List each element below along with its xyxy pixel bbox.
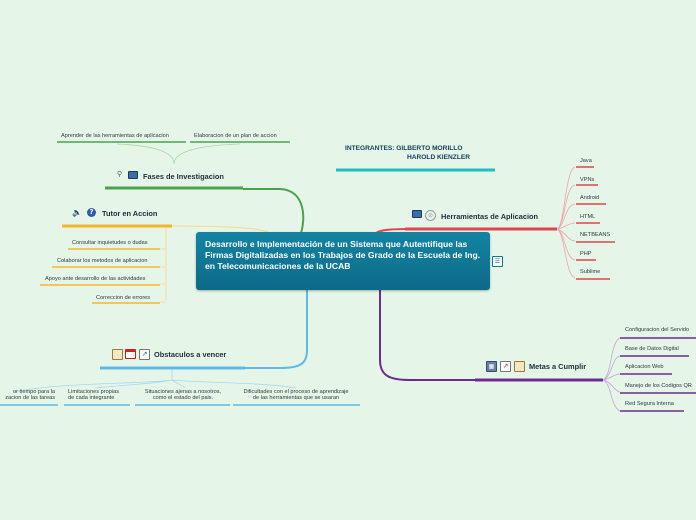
herramientas-child-links (556, 166, 576, 279)
monitor-icon (128, 171, 138, 179)
metas-child-3[interactable]: Aplicacion Web (625, 364, 664, 370)
tutor-child-2[interactable]: Colaborar los metodos de aplicacion (57, 258, 148, 264)
tutor-child-1[interactable]: Consultar inquietudes o dudas (72, 240, 148, 246)
link-metas (379, 290, 475, 381)
obstaculos-child-3-line2: como el estado del pais. (152, 395, 214, 401)
clipboard-icon (514, 361, 525, 372)
obstaculos-child-4[interactable]: Dificultades con el proceso de aprendiza… (235, 389, 357, 401)
branch-metas-title[interactable]: Metas a Cumplir (529, 362, 587, 371)
metas-child-5[interactable]: Red Segura Interna (625, 401, 674, 407)
link-fases (243, 188, 305, 237)
obstaculos-child-links (13, 370, 297, 393)
metas-child-links (602, 337, 621, 412)
obstaculos-child-4-line1: Dificultades con el proceso de aprendiza… (243, 389, 349, 395)
obstaculos-child-2[interactable]: Limitaciones propias de cada integrante (68, 389, 119, 401)
herr-child-2[interactable]: VPNs (580, 177, 595, 183)
central-title: Desarrollo e Implementación de un Sistem… (205, 239, 481, 271)
monitor-icon (412, 210, 422, 218)
branch-herramientas-title[interactable]: Herramientas de Aplicacion (441, 212, 539, 221)
chart-icon: ↗ (500, 361, 511, 372)
obstaculos-child-2-line1: Limitaciones propias (68, 389, 119, 395)
fases-child-1[interactable]: Aprender de las herramientas de aplicaci… (61, 133, 169, 139)
fases-child-links (116, 143, 241, 165)
obstaculos-child-2-line2: de cada integrante (68, 395, 115, 401)
calculator-icon: ▦ (486, 361, 497, 372)
obstaculos-child-3[interactable]: Situaciones ajenas a nosotros, como el e… (139, 389, 227, 401)
obstaculos-child-4-line2: de las herramientas que se usaran (252, 395, 340, 401)
herr-child-7[interactable]: Sublime (580, 269, 601, 275)
link-obstaculos (230, 290, 308, 369)
tutor-child-links (160, 228, 167, 303)
help-icon: ? (87, 208, 96, 217)
integrantes-line-1: INTEGRANTES: GILBERTO MORILLO (345, 145, 463, 152)
herr-child-1[interactable]: Java (580, 158, 592, 164)
herr-child-5[interactable]: NETBEANS (580, 232, 611, 238)
herr-child-3[interactable]: Android (580, 195, 600, 201)
metas-child-1[interactable]: Configuracion del Servido (625, 327, 690, 333)
metas-child-4[interactable]: Manejo de los Codigos QR (625, 383, 692, 389)
obstaculos-child-1-line2: zacion de las tareas (5, 395, 55, 401)
clipboard-icon (112, 349, 123, 360)
speaker-icon: 🔈 (72, 208, 82, 217)
obstaculos-child-1[interactable]: or tiempo para la zacion de las tareas (0, 389, 55, 401)
herr-child-4[interactable]: HTML (580, 214, 596, 220)
note-icon: ☰ (492, 256, 503, 267)
globe-icon: ⊘ (425, 210, 436, 221)
herr-child-6[interactable]: PHP (580, 251, 592, 257)
metas-child-2[interactable]: Base de Datos Digital (625, 346, 679, 352)
tutor-child-4[interactable]: Correccion de errores (96, 295, 151, 301)
tutor-child-3[interactable]: Apoyo ante desarrollo de las actividades (45, 276, 146, 282)
central-topic[interactable]: Desarrollo e Implementación de un Sistem… (196, 232, 490, 290)
chart-icon: ↗ (139, 349, 150, 360)
branch-obstaculos-title[interactable]: Obstaculos a vencer (154, 350, 227, 359)
integrantes-line-2: HAROLD KIENZLER (407, 154, 471, 161)
magnifier-icon: ⚲ (116, 170, 123, 178)
obstaculos-child-1-line1: or tiempo para la (13, 389, 55, 395)
calendar-icon (125, 349, 136, 359)
branch-tutor-title[interactable]: Tutor en Accion (102, 209, 158, 218)
fases-child-2[interactable]: Elaboracion de un plan de accion (194, 133, 277, 139)
branch-fases-title[interactable]: Fases de Investigacion (143, 172, 224, 181)
obstaculos-child-3-line1: Situaciones ajenas a nosotros, (144, 389, 222, 395)
